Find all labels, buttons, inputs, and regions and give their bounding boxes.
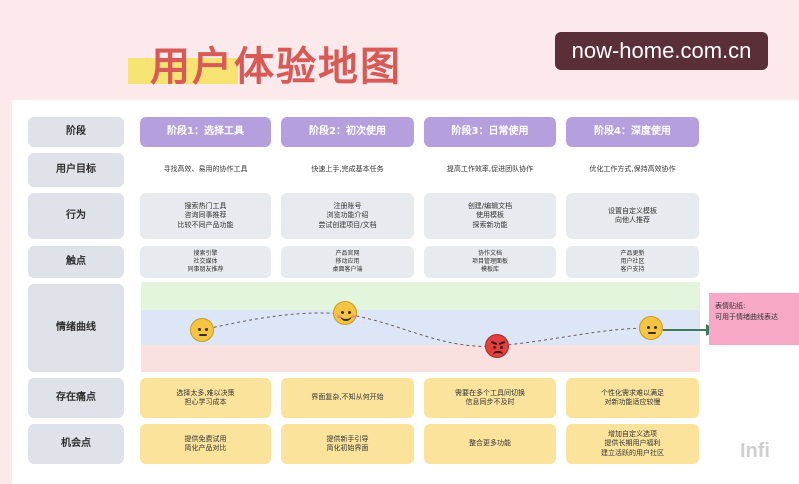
- row-label-emotion: 情绪曲线: [28, 284, 124, 372]
- stage-header-3: 阶段3：日常使用: [424, 117, 556, 147]
- action-item: 使用模板: [476, 211, 504, 220]
- brand-logo: Infi: [740, 440, 770, 462]
- actions-2: 注册账号 浏览功能介绍 尝试创建项目/文档: [281, 193, 414, 239]
- title-highlight: [128, 58, 238, 84]
- action-item: 注册账号: [333, 201, 362, 210]
- opportunity-item: 提供新手引导: [326, 434, 369, 443]
- touchpoint-item: 同事朋友推荐: [187, 266, 224, 274]
- row-label-opportunity: 机会点: [28, 424, 124, 464]
- emotion-band-negative: [141, 345, 700, 372]
- actions-3: 创建/编辑文档 使用模板 探索新功能: [424, 193, 556, 239]
- action-item: 比较不同产品功能: [177, 220, 234, 229]
- opportunity-item: 简化产品对比: [184, 444, 227, 452]
- row-label-touchpoint: 触点: [28, 246, 124, 278]
- emotion-band-positive: [141, 282, 700, 310]
- opportunities-1: 提供免费试用 简化产品对比: [140, 424, 271, 464]
- action-item: 浏览功能介绍: [326, 211, 369, 220]
- neutral-face-icon: [190, 318, 214, 342]
- opportunity-item: 简化初始界面: [326, 444, 369, 452]
- goal-4: 优化工作方式,保持高效协作: [589, 165, 676, 174]
- opportunity-item: 提供长期用户福利: [604, 439, 661, 448]
- touchpoints-4: 产品更新 用户社区 客户支持: [566, 246, 699, 278]
- pain-item: 个性化需求难以满足: [601, 388, 664, 397]
- stage-header-4: 阶段4：深度使用: [566, 117, 699, 147]
- actions-4: 设置自定义模板 向他人推荐: [566, 193, 699, 239]
- neutral-face-icon: [639, 316, 663, 340]
- opportunity-item: 提供免费试用: [184, 434, 227, 443]
- pains-4: 个性化需求难以满足 对新功能适应较慢: [566, 378, 699, 418]
- action-item: 搜索热门工具: [184, 201, 227, 210]
- actions-1: 搜索热门工具 咨询同事推荐 比较不同产品功能: [140, 193, 271, 239]
- row-label-action: 行为: [28, 193, 124, 239]
- touchpoint-item: 产品更新: [620, 249, 645, 257]
- pain-item: 对新功能适应较慢: [604, 398, 661, 406]
- opportunity-item: 整合更多功能: [469, 439, 511, 448]
- pains-1: 选择太多,难以决策 担心学习成本: [140, 378, 271, 418]
- action-item: 创建/编辑文档: [467, 201, 513, 210]
- pain-item: 信息同步不及时: [465, 398, 515, 406]
- page-title: 用户体验地图: [150, 44, 402, 90]
- emotion-curve: [201, 312, 652, 347]
- pain-item: 界面复杂,不知从何开始: [311, 393, 384, 402]
- angry-face-icon: [485, 334, 509, 358]
- action-item: 尝试创建项目/文档: [318, 220, 377, 229]
- touchpoint-item: 模板库: [480, 266, 499, 274]
- touchpoints-2: 产品官网 移动应用 桌面客户端: [281, 246, 414, 278]
- sticky-note: 表情贴纸: 可用于情绪曲线表达: [709, 293, 799, 345]
- touchpoint-item: 社交媒体: [193, 257, 218, 265]
- goal-2: 快速上手,完成基本任务: [311, 165, 384, 174]
- pain-item: 选择太多,难以决策: [176, 388, 235, 397]
- pains-2: 界面复杂,不知从何开始: [281, 378, 414, 418]
- action-item: 咨询同事推荐: [184, 211, 227, 220]
- action-item: 向他人推荐: [615, 216, 650, 224]
- touchpoint-item: 产品官网: [335, 249, 360, 257]
- opportunities-4: 增加自定义选项 提供长期用户福利 建立活跃的用户社区: [566, 424, 699, 464]
- happy-face-icon: [333, 301, 357, 325]
- action-item: 设置自定义模板: [608, 206, 657, 215]
- touchpoints-3: 协作文档 项目管理面板 模板库: [424, 246, 556, 278]
- emotion-band-neutral: [141, 310, 700, 345]
- action-item: 探索新功能: [472, 220, 508, 229]
- row-label-stage: 阶段: [28, 117, 124, 147]
- sticky-note-line: 可用于情绪曲线表达: [715, 312, 778, 321]
- touchpoint-item: 客户支持: [620, 266, 645, 274]
- pains-3: 需要在多个工具间切换 信息同步不及时: [424, 378, 556, 418]
- pain-item: 担心学习成本: [184, 398, 227, 406]
- sticky-note-line: 表情贴纸:: [715, 302, 746, 310]
- pain-item: 需要在多个工具间切换: [455, 388, 525, 397]
- row-label-pain: 存在痛点: [28, 378, 124, 418]
- touchpoint-item: 用户社区: [620, 257, 645, 265]
- goal-1: 寻找高效、易用的协作工具: [163, 165, 248, 174]
- opportunity-item: 建立活跃的用户社区: [601, 448, 664, 457]
- watermark-badge: now-home.com.cn: [555, 32, 768, 70]
- touchpoint-item: 协作文档: [477, 249, 502, 257]
- touchpoint-item: 搜索引擎: [193, 249, 218, 257]
- touchpoint-item: 桌面客户端: [332, 266, 363, 274]
- touchpoint-item: 项目管理面板: [471, 257, 508, 265]
- stage-header-1: 阶段1：选择工具: [140, 117, 271, 147]
- row-label-goal: 用户目标: [28, 153, 124, 187]
- opportunities-2: 提供新手引导 简化初始界面: [281, 424, 414, 464]
- touchpoints-1: 搜索引擎 社交媒体 同事朋友推荐: [140, 246, 271, 278]
- goal-3: 提高工作效率,促进团队协作: [446, 165, 534, 174]
- opportunities-3: 整合更多功能: [424, 424, 556, 464]
- opportunity-item: 增加自定义选项: [608, 429, 657, 438]
- stage-header-2: 阶段2：初次使用: [281, 117, 414, 147]
- touchpoint-item: 移动应用: [335, 257, 360, 265]
